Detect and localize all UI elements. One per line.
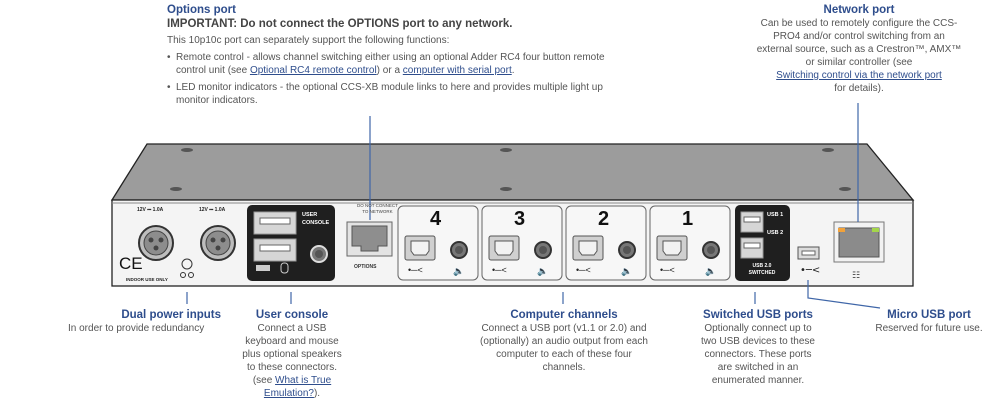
bullet-text: Remote control - allows channel switchin… xyxy=(176,52,605,76)
channel-4-usb-port[interactable] xyxy=(404,235,436,261)
power-input-2[interactable] xyxy=(200,225,236,261)
chassis-top xyxy=(110,143,915,201)
user-console-title: User console xyxy=(255,309,329,321)
user-console-see: (see xyxy=(252,375,276,386)
power-input-1[interactable] xyxy=(138,225,174,261)
dual-power-title: Dual power inputs xyxy=(121,309,221,321)
channel-number-4: 4 xyxy=(430,208,442,230)
network-port-text: Can be used to remotely configure the CC… xyxy=(756,18,962,68)
usb1-label: USB 1 xyxy=(767,212,784,218)
bullet-led-indicators: LED monitor indicators - the optional CC… xyxy=(167,81,627,107)
leader-micro-usb xyxy=(807,280,881,309)
screw xyxy=(500,148,512,152)
user-console-callout: User console Connect a USB keyboard and … xyxy=(240,308,344,400)
speaker-icon: 🔈 xyxy=(621,266,632,277)
usb-switched-line1: USB 2.0 xyxy=(752,263,772,269)
dual-power-callout: Dual power inputs In order to provide re… xyxy=(68,308,228,335)
switched-usb-title: Switched USB ports xyxy=(703,309,813,321)
network-icon: ☷ xyxy=(852,271,860,281)
computer-channels-title: Computer channels xyxy=(510,309,618,321)
switched-usb-text: Optionally connect up to two USB devices… xyxy=(701,323,815,386)
do-not-connect-label: DO NOT CONNECT TO NETWORK xyxy=(357,203,398,215)
usb2-label: USB 2 xyxy=(767,230,784,236)
link-switching-control[interactable]: Switching control via the network port xyxy=(776,70,942,81)
switched-usb-callout: Switched USB ports Optionally connect up… xyxy=(696,308,820,387)
channel-1-audio-jack[interactable] xyxy=(702,241,720,259)
options-port-bullets: Remote control - allows channel switchin… xyxy=(167,51,627,107)
led-amber xyxy=(838,228,845,232)
channel-3-usb-port[interactable] xyxy=(488,235,520,261)
bullet-text: ) or a xyxy=(376,65,403,76)
polarity-icon xyxy=(180,258,194,278)
speaker-icon: 🔈 xyxy=(537,266,548,277)
channel-4 xyxy=(397,205,479,281)
micro-usb-callout: Micro USB port Reserved for future use. xyxy=(864,308,994,335)
dual-power-text: In order to provide redundancy xyxy=(68,323,205,334)
link-computer-serial-port[interactable]: computer with serial port xyxy=(402,65,512,76)
user-console-after: ). xyxy=(313,388,321,399)
screw xyxy=(500,187,512,191)
user-console-label: USER CONSOLE xyxy=(302,211,329,227)
computer-channels-text: Connect a USB port (v1.1 or 2.0) and (op… xyxy=(480,323,648,373)
usb-icon: •─< xyxy=(408,265,423,275)
channel-number-1: 1 xyxy=(682,208,694,230)
link-optional-rc4[interactable]: Optional RC4 remote control xyxy=(249,65,377,76)
usb-icon: •─< xyxy=(492,265,507,275)
link-true-emulation[interactable]: What is True Emulation? xyxy=(263,375,332,399)
channel-2-audio-jack[interactable] xyxy=(618,241,636,259)
channel-3 xyxy=(481,205,563,281)
speaker-icon: 🔈 xyxy=(705,266,716,277)
bullet-text: . xyxy=(511,65,515,76)
power-rating-1: 12V ⎓ 1.0A xyxy=(137,207,164,213)
computer-channels-callout: Computer channels Connect a USB port (v1… xyxy=(480,308,648,374)
channel-1 xyxy=(649,205,731,281)
micro-usb-title: Micro USB port xyxy=(887,309,971,321)
power-rating-2: 12V ⎓ 1.0A xyxy=(199,207,226,213)
screw xyxy=(170,187,182,191)
do-not-connect-line1: DO NOT CONNECT xyxy=(357,203,398,208)
led-green xyxy=(872,228,879,232)
channel-1-usb-port[interactable] xyxy=(656,235,688,261)
screw xyxy=(822,148,834,152)
channel-3-audio-jack[interactable] xyxy=(534,241,552,259)
user-console-label-line1: USER xyxy=(302,212,318,218)
options-port-warning: IMPORTANT: Do not connect the OPTIONS po… xyxy=(167,18,513,30)
micro-usb-text: Reserved for future use. xyxy=(875,323,983,334)
micro-usb-icon: •─< xyxy=(800,265,820,276)
channel-2-usb-port[interactable] xyxy=(572,235,604,261)
screw xyxy=(181,148,193,152)
ce-mark: CE xyxy=(119,254,143,273)
mouse-icon xyxy=(280,262,289,274)
indoor-use-label: INDOOR USE ONLY xyxy=(126,277,168,282)
screw xyxy=(839,187,851,191)
user-console-label-line2: CONSOLE xyxy=(302,220,330,226)
bullet-remote-control: Remote control - allows channel switchin… xyxy=(167,51,627,77)
options-port-title: Options port xyxy=(167,4,236,16)
usb-icon: •─< xyxy=(576,265,591,275)
channel-4-audio-jack[interactable] xyxy=(450,241,468,259)
user-console-text: Connect a USB keyboard and mouse plus op… xyxy=(242,323,342,373)
channel-2 xyxy=(565,205,647,281)
network-port-title: Network port xyxy=(823,4,895,16)
do-not-connect-line2: TO NETWORK xyxy=(362,209,393,214)
network-port-callout: Network port Can be used to remotely con… xyxy=(755,3,963,95)
keyboard-icon xyxy=(256,265,270,271)
usb-icon: •─< xyxy=(660,265,675,275)
usb-switched-label: USB 2.0 SWITCHED xyxy=(737,263,787,277)
speaker-icon: 🔈 xyxy=(453,266,464,277)
channel-number-2: 2 xyxy=(598,208,610,230)
network-port-after: for details). xyxy=(834,83,884,94)
usb-switched-line2: SWITCHED xyxy=(748,270,776,276)
options-port-intro: This 10p10c port can separately support … xyxy=(167,35,450,46)
options-port-callout: Options port IMPORTANT: Do not connect t… xyxy=(167,3,627,107)
options-label: OPTIONS xyxy=(354,264,377,270)
channel-number-3: 3 xyxy=(514,208,526,230)
